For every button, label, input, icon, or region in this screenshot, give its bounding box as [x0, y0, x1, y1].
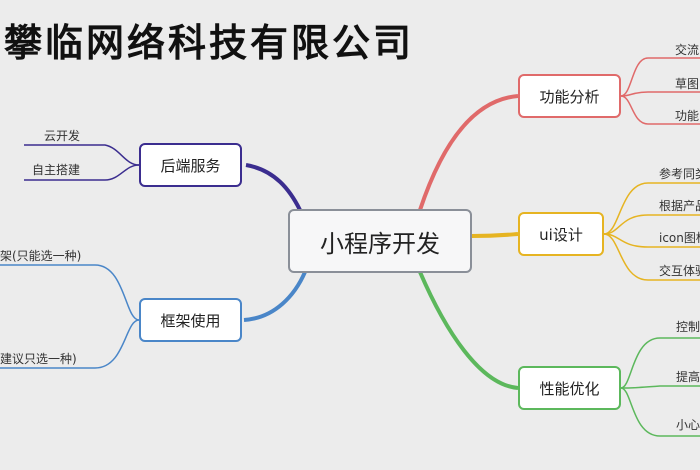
branch-perf[interactable]: 性能优化 [518, 366, 621, 410]
branch-ui[interactable]: ui设计 [518, 212, 604, 256]
leaf-line-perf-1 [620, 337, 700, 389]
leaf-line-backend-1 [24, 144, 140, 166]
leaf-ui-1[interactable]: 参考同类 [659, 167, 700, 181]
leaf-perf-1[interactable]: 控制 [676, 320, 700, 334]
leaf-backend-selfhost[interactable]: 自主搭建 [32, 163, 81, 177]
leaf-line-ui-3 [603, 233, 700, 248]
leaf-ui-3[interactable]: icon图标 [659, 231, 700, 245]
connector-framework [243, 271, 307, 322]
leaf-line-ui-1 [603, 182, 700, 235]
leaf-line-framework-2 [0, 319, 140, 369]
leaf-line-analysis-3 [620, 95, 700, 125]
leaf-framework-1[interactable]: 架(只能选一种) [0, 249, 82, 263]
company-title: 攀临网络科技有限公司 [4, 20, 415, 65]
leaf-line-perf-2 [620, 385, 700, 389]
connector-ui [471, 232, 519, 238]
connector-perf [418, 271, 519, 390]
leaf-analysis-3[interactable]: 功能 [675, 109, 700, 123]
leaf-perf-2[interactable]: 提高 [676, 370, 700, 384]
leaf-backend-cloud[interactable]: 云开发 [44, 129, 81, 143]
leaf-line-perf-3 [620, 387, 700, 437]
leaf-analysis-1[interactable]: 交流 [675, 43, 700, 57]
center-node[interactable]: 小程序开发 [288, 209, 472, 273]
leaf-line-ui-4 [603, 233, 700, 281]
leaf-line-analysis-2 [620, 91, 700, 97]
leaf-ui-4[interactable]: 交互体验 [659, 264, 700, 278]
leaf-ui-2[interactable]: 根据产品 [659, 199, 700, 213]
leaf-line-backend-2 [24, 164, 140, 181]
connector-analysis [418, 94, 519, 211]
branch-backend[interactable]: 后端服务 [139, 143, 242, 187]
branch-framework[interactable]: 框架使用 [139, 298, 242, 342]
leaf-line-framework-1 [0, 264, 140, 321]
leaf-line-ui-2 [603, 214, 700, 235]
leaf-analysis-2[interactable]: 草图 [675, 77, 700, 91]
branch-analysis[interactable]: 功能分析 [518, 74, 621, 118]
leaf-line-analysis-1 [620, 57, 700, 97]
leaf-perf-3[interactable]: 小心 [676, 418, 700, 432]
leaf-framework-2[interactable]: 建议只选一种) [0, 352, 77, 366]
connector-backend [245, 163, 302, 211]
